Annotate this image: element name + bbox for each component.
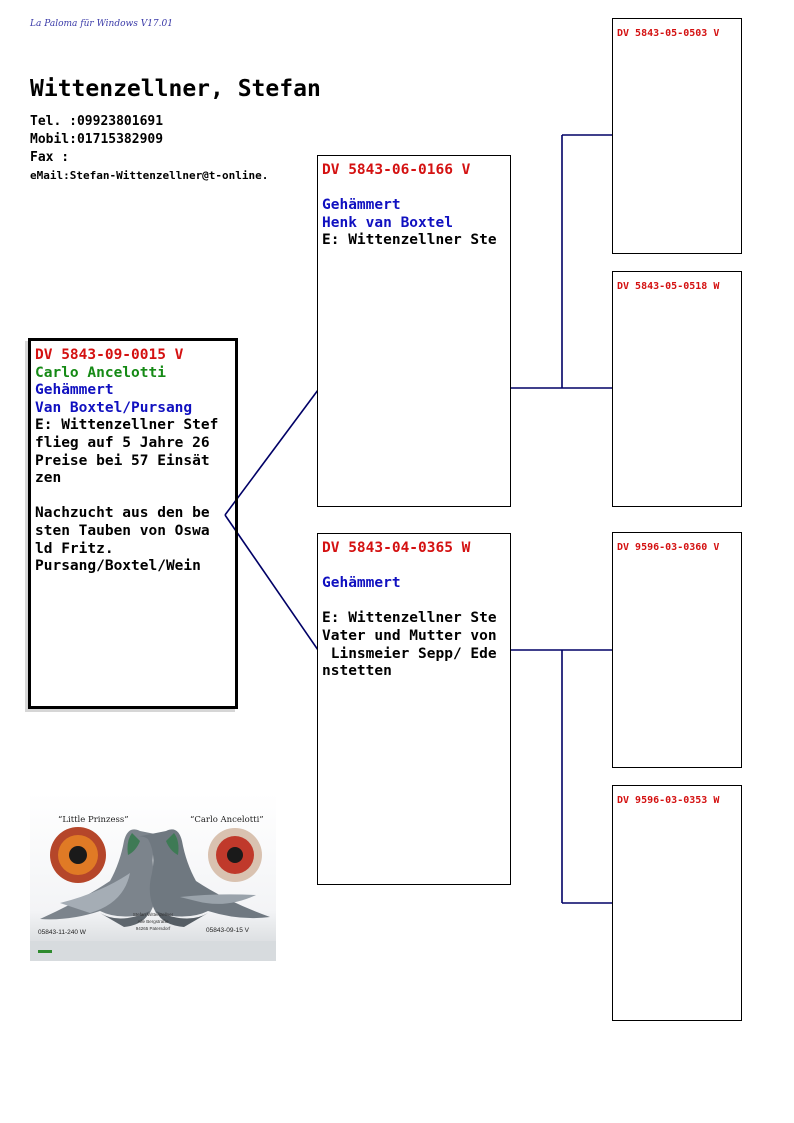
pigeon-photo: “Little Prinzess” “Carlo Ancelotti” 0584… bbox=[30, 793, 276, 961]
mother-notes-line: nstetten bbox=[322, 663, 392, 680]
photo-left-name: “Little Prinzess” bbox=[58, 814, 129, 825]
contact-block: Tel. :09923801691 Mobil:01715382909 Fax … bbox=[30, 113, 268, 185]
photo-center-line: Stefan Wittenzellner bbox=[133, 912, 174, 917]
father-ring: DV 5843-06-0166 V bbox=[322, 162, 471, 178]
email-line: eMail:Stefan-Wittenzellner@t-online. bbox=[30, 169, 269, 182]
grandfather-maternal-box[interactable]: DV 9596-03-0360 V bbox=[612, 532, 742, 768]
father-notes-line: E: Wittenzellner Ste bbox=[322, 232, 497, 249]
connector-subject-father bbox=[224, 389, 319, 516]
fax-line: Fax : bbox=[30, 150, 70, 165]
subject-notes-line: E: Wittenzellner Stef bbox=[35, 417, 219, 434]
grandmother-paternal-box[interactable]: DV 5843-05-0518 W bbox=[612, 271, 742, 507]
left-pigeon-image bbox=[40, 829, 170, 927]
mother-box[interactable]: DV 5843-04-0365 W Gehämmert E: Wittenzel… bbox=[317, 533, 511, 885]
mother-ring: DV 5843-04-0365 W bbox=[322, 540, 471, 556]
subject-name: Carlo Ancelotti bbox=[35, 364, 166, 381]
right-pigeon-image bbox=[136, 829, 270, 927]
subject-notes-line bbox=[35, 488, 232, 506]
grandmother-maternal-ring: DV 9596-03-0353 W bbox=[617, 795, 720, 806]
subject-notes-line: Nachzucht aus den be bbox=[35, 505, 210, 522]
right-eye-image bbox=[208, 828, 262, 882]
grandfather-paternal-ring: DV 5843-05-0503 V bbox=[617, 28, 720, 39]
left-eye-image bbox=[50, 827, 106, 883]
mother-notes-line: Linsmeier Sepp/ Ede bbox=[322, 645, 497, 662]
father-color: Gehämmert bbox=[322, 197, 401, 214]
photo-right-ring: 05843-09-15 V bbox=[206, 927, 250, 934]
mobil-line: Mobil:01715382909 bbox=[30, 132, 164, 147]
subject-notes-line: Pursang/Boxtel/Wein bbox=[35, 558, 201, 575]
mother-notes-line: E: Wittenzellner Ste bbox=[322, 610, 497, 627]
photo-logo-mark bbox=[38, 950, 52, 953]
father-breeder: Henk van Boxtel bbox=[322, 214, 453, 231]
subject-notes-line: Preise bei 57 Einsät bbox=[35, 452, 210, 469]
photo-right-name: “Carlo Ancelotti” bbox=[190, 814, 264, 825]
subject-notes-line: flieg auf 5 Jahre 26 bbox=[35, 434, 210, 451]
grandmother-paternal-ring: DV 5843-05-0518 W bbox=[617, 281, 720, 292]
subject-notes-line: sten Tauben von Oswa bbox=[35, 522, 210, 539]
subject-notes-line: zen bbox=[35, 470, 62, 487]
tel-line: Tel. :09923801691 bbox=[30, 114, 164, 129]
photo-center-line: Alle Bergstraße bbox=[137, 919, 169, 924]
subject-color: Gehämmert bbox=[35, 382, 114, 399]
photo-left-ring: 05843-11-240 W bbox=[38, 929, 87, 936]
owner-name: Wittenzellner, Stefan bbox=[30, 76, 321, 102]
grandfather-maternal-ring: DV 9596-03-0360 V bbox=[617, 542, 720, 553]
mother-color: Gehämmert bbox=[322, 575, 401, 592]
subject-notes-line: ld Fritz. bbox=[35, 540, 114, 557]
photo-center-line: 94265 Patersdorf bbox=[136, 926, 171, 931]
subject-box[interactable]: DV 5843-09-0015 V Carlo Ancelotti Gehämm… bbox=[28, 338, 238, 709]
connector-subject-mother bbox=[224, 514, 319, 651]
grandmother-maternal-box[interactable]: DV 9596-03-0353 W bbox=[612, 785, 742, 1021]
subject-breeder: Van Boxtel/Pursang bbox=[35, 399, 193, 416]
father-box[interactable]: DV 5843-06-0166 V Gehämmert Henk van Box… bbox=[317, 155, 511, 507]
subject-ring: DV 5843-09-0015 V bbox=[35, 347, 184, 363]
mother-notes-line: Vater und Mutter von bbox=[322, 627, 497, 644]
grandfather-paternal-box[interactable]: DV 5843-05-0503 V bbox=[612, 18, 742, 254]
app-name: La Paloma für Windows V17.01 bbox=[30, 19, 173, 29]
